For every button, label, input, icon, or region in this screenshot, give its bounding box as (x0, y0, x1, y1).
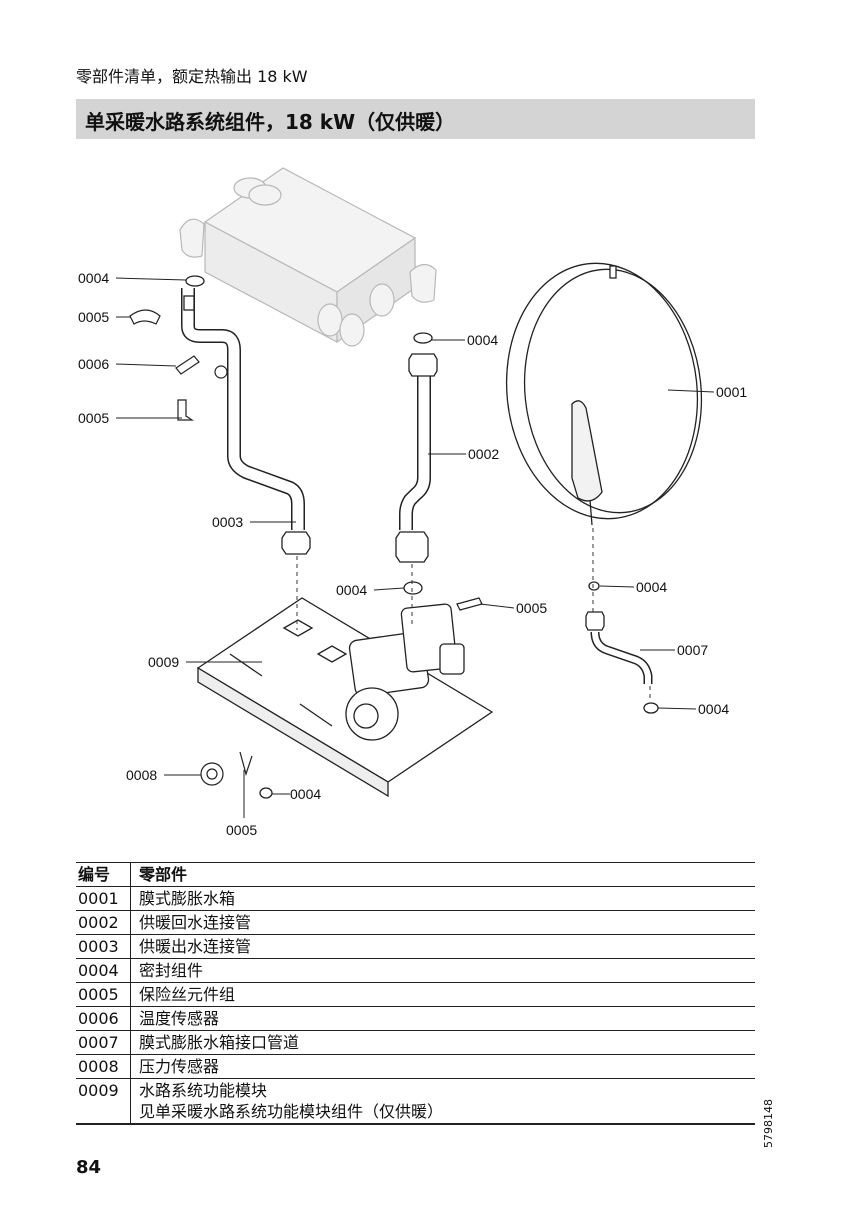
part-name: 压力传感器 (139, 1057, 220, 1076)
callout-0004-a: 0004 (78, 270, 109, 286)
part-number: 0001 (76, 886, 131, 911)
callout-0004-e: 0004 (698, 701, 729, 717)
table-row: 0009 水路系统功能模块 见单采暖水路系统功能模块组件（仅供暖） (76, 1078, 756, 1125)
part-name: 密封组件 (139, 961, 204, 980)
callout-0005-b: 0005 (78, 410, 109, 426)
callout-0002: 0002 (468, 446, 499, 462)
expansion-vessel (505, 262, 703, 526)
callout-0005-a: 0005 (78, 309, 109, 325)
part-name-line1: 水路系统功能模块 (139, 1081, 268, 1100)
part-name: 供暖回水连接管 (139, 913, 252, 932)
part-number: 0009 (76, 1078, 131, 1124)
table-row: 0005 保险丝元件组 (76, 982, 755, 1007)
boiler-housing-context (179, 167, 437, 347)
table-row: 0002 供暖回水连接管 (76, 910, 755, 935)
part-name-line2: 见单采暖水路系统功能模块组件（仅供暖） (139, 1102, 444, 1121)
assembly-axes (296, 528, 651, 702)
heating-flow-pipe (181, 288, 311, 555)
callout-0001: 0001 (716, 384, 747, 400)
section-title: 单采暖水路系统组件，18 kW（仅供暖） (85, 110, 456, 134)
part-number: 0005 (76, 982, 131, 1007)
exploded-parts-diagram: 0004 0005 0006 0005 0004 0001 0002 0003 … (78, 167, 747, 838)
leader-lines (115, 277, 715, 818)
callout-0007: 0007 (677, 642, 708, 658)
table-row: 0004 密封组件 (76, 958, 755, 983)
table-row: 0006 温度传感器 (76, 1006, 755, 1031)
vessel-connection-pipe (585, 611, 653, 684)
callout-0008: 0008 (126, 767, 157, 783)
page-subtitle: 零部件清单，额定热输出 18 kW (76, 67, 308, 86)
section-header-bar: 单采暖水路系统组件，18 kW（仅供暖） (76, 99, 755, 139)
part-name: 水路系统功能模块 见单采暖水路系统功能模块组件（仅供暖） (131, 1079, 756, 1125)
small-parts (129, 309, 483, 786)
part-name: 供暖出水连接管 (139, 937, 252, 956)
part-name: 温度传感器 (139, 1009, 220, 1028)
table-row: 0008 压力传感器 (76, 1054, 755, 1079)
callout-0003: 0003 (212, 514, 243, 530)
heating-return-pipe (395, 353, 438, 563)
callout-0005-d: 0005 (226, 822, 257, 838)
table-row: 0003 供暖出水连接管 (76, 934, 755, 959)
column-header-part: 零部件 (139, 865, 188, 884)
part-name: 膜式膨胀水箱 (139, 889, 236, 908)
part-number: 0003 (76, 934, 131, 959)
part-number: 0002 (76, 910, 131, 935)
document-code: 5798148 (762, 1099, 775, 1148)
callout-0004-d: 0004 (636, 579, 667, 595)
callout-0009: 0009 (148, 654, 179, 670)
part-number: 0008 (76, 1054, 131, 1079)
part-name: 膜式膨胀水箱接口管道 (139, 1033, 300, 1052)
parts-list-table: 编号 零部件 0001 膜式膨胀水箱 0002 供暖回水连接管 0003 供暖出… (76, 862, 755, 1125)
part-number: 0004 (76, 958, 131, 983)
column-header-no: 编号 (76, 862, 131, 887)
callout-0005-c: 0005 (516, 600, 547, 616)
page-number: 84 (76, 1157, 102, 1178)
part-name: 保险丝元件组 (139, 985, 236, 1004)
callout-0004-f: 0004 (290, 786, 321, 802)
part-number: 0007 (76, 1030, 131, 1055)
table-header-row: 编号 零部件 (76, 862, 755, 887)
table-row: 0007 膜式膨胀水箱接口管道 (76, 1030, 755, 1055)
table-row: 0001 膜式膨胀水箱 (76, 886, 755, 911)
part-number: 0006 (76, 1006, 131, 1031)
hydraulic-module (196, 597, 494, 798)
callout-0004-c: 0004 (336, 582, 367, 598)
callout-0006: 0006 (78, 356, 109, 372)
callout-0004-b: 0004 (467, 332, 498, 348)
